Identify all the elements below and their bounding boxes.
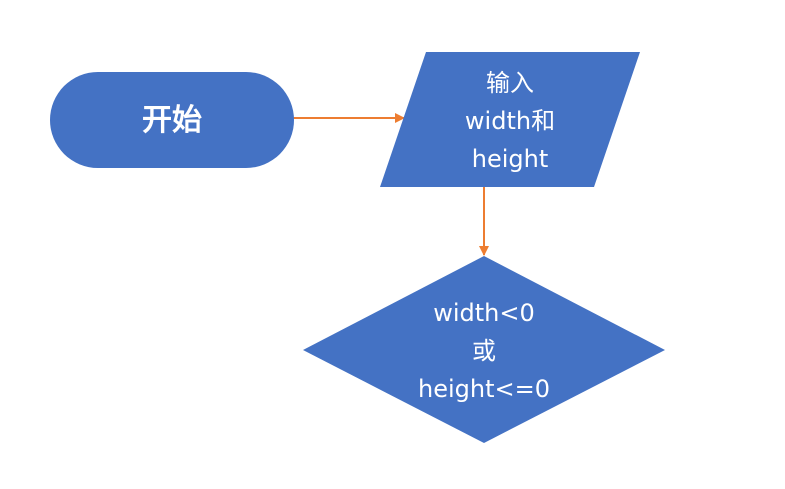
decision-node-line-2: 或: [472, 337, 496, 365]
decision-node[interactable]: width<0 或 height<=0: [303, 256, 665, 443]
start-node-shape: [50, 72, 294, 168]
start-node[interactable]: 开始: [50, 72, 294, 168]
start-node-label: 开始: [142, 103, 202, 138]
decision-node-line-3: height<=0: [418, 375, 550, 403]
input-node-line-3: height: [472, 145, 549, 173]
input-node[interactable]: 输入 width和 height: [380, 52, 640, 187]
decision-node-shape: [303, 256, 665, 443]
input-node-line-2: width和: [465, 107, 555, 135]
input-node-shape: [380, 52, 640, 187]
decision-node-line-1: width<0: [433, 299, 535, 327]
input-node-line-1: 输入: [486, 69, 534, 97]
